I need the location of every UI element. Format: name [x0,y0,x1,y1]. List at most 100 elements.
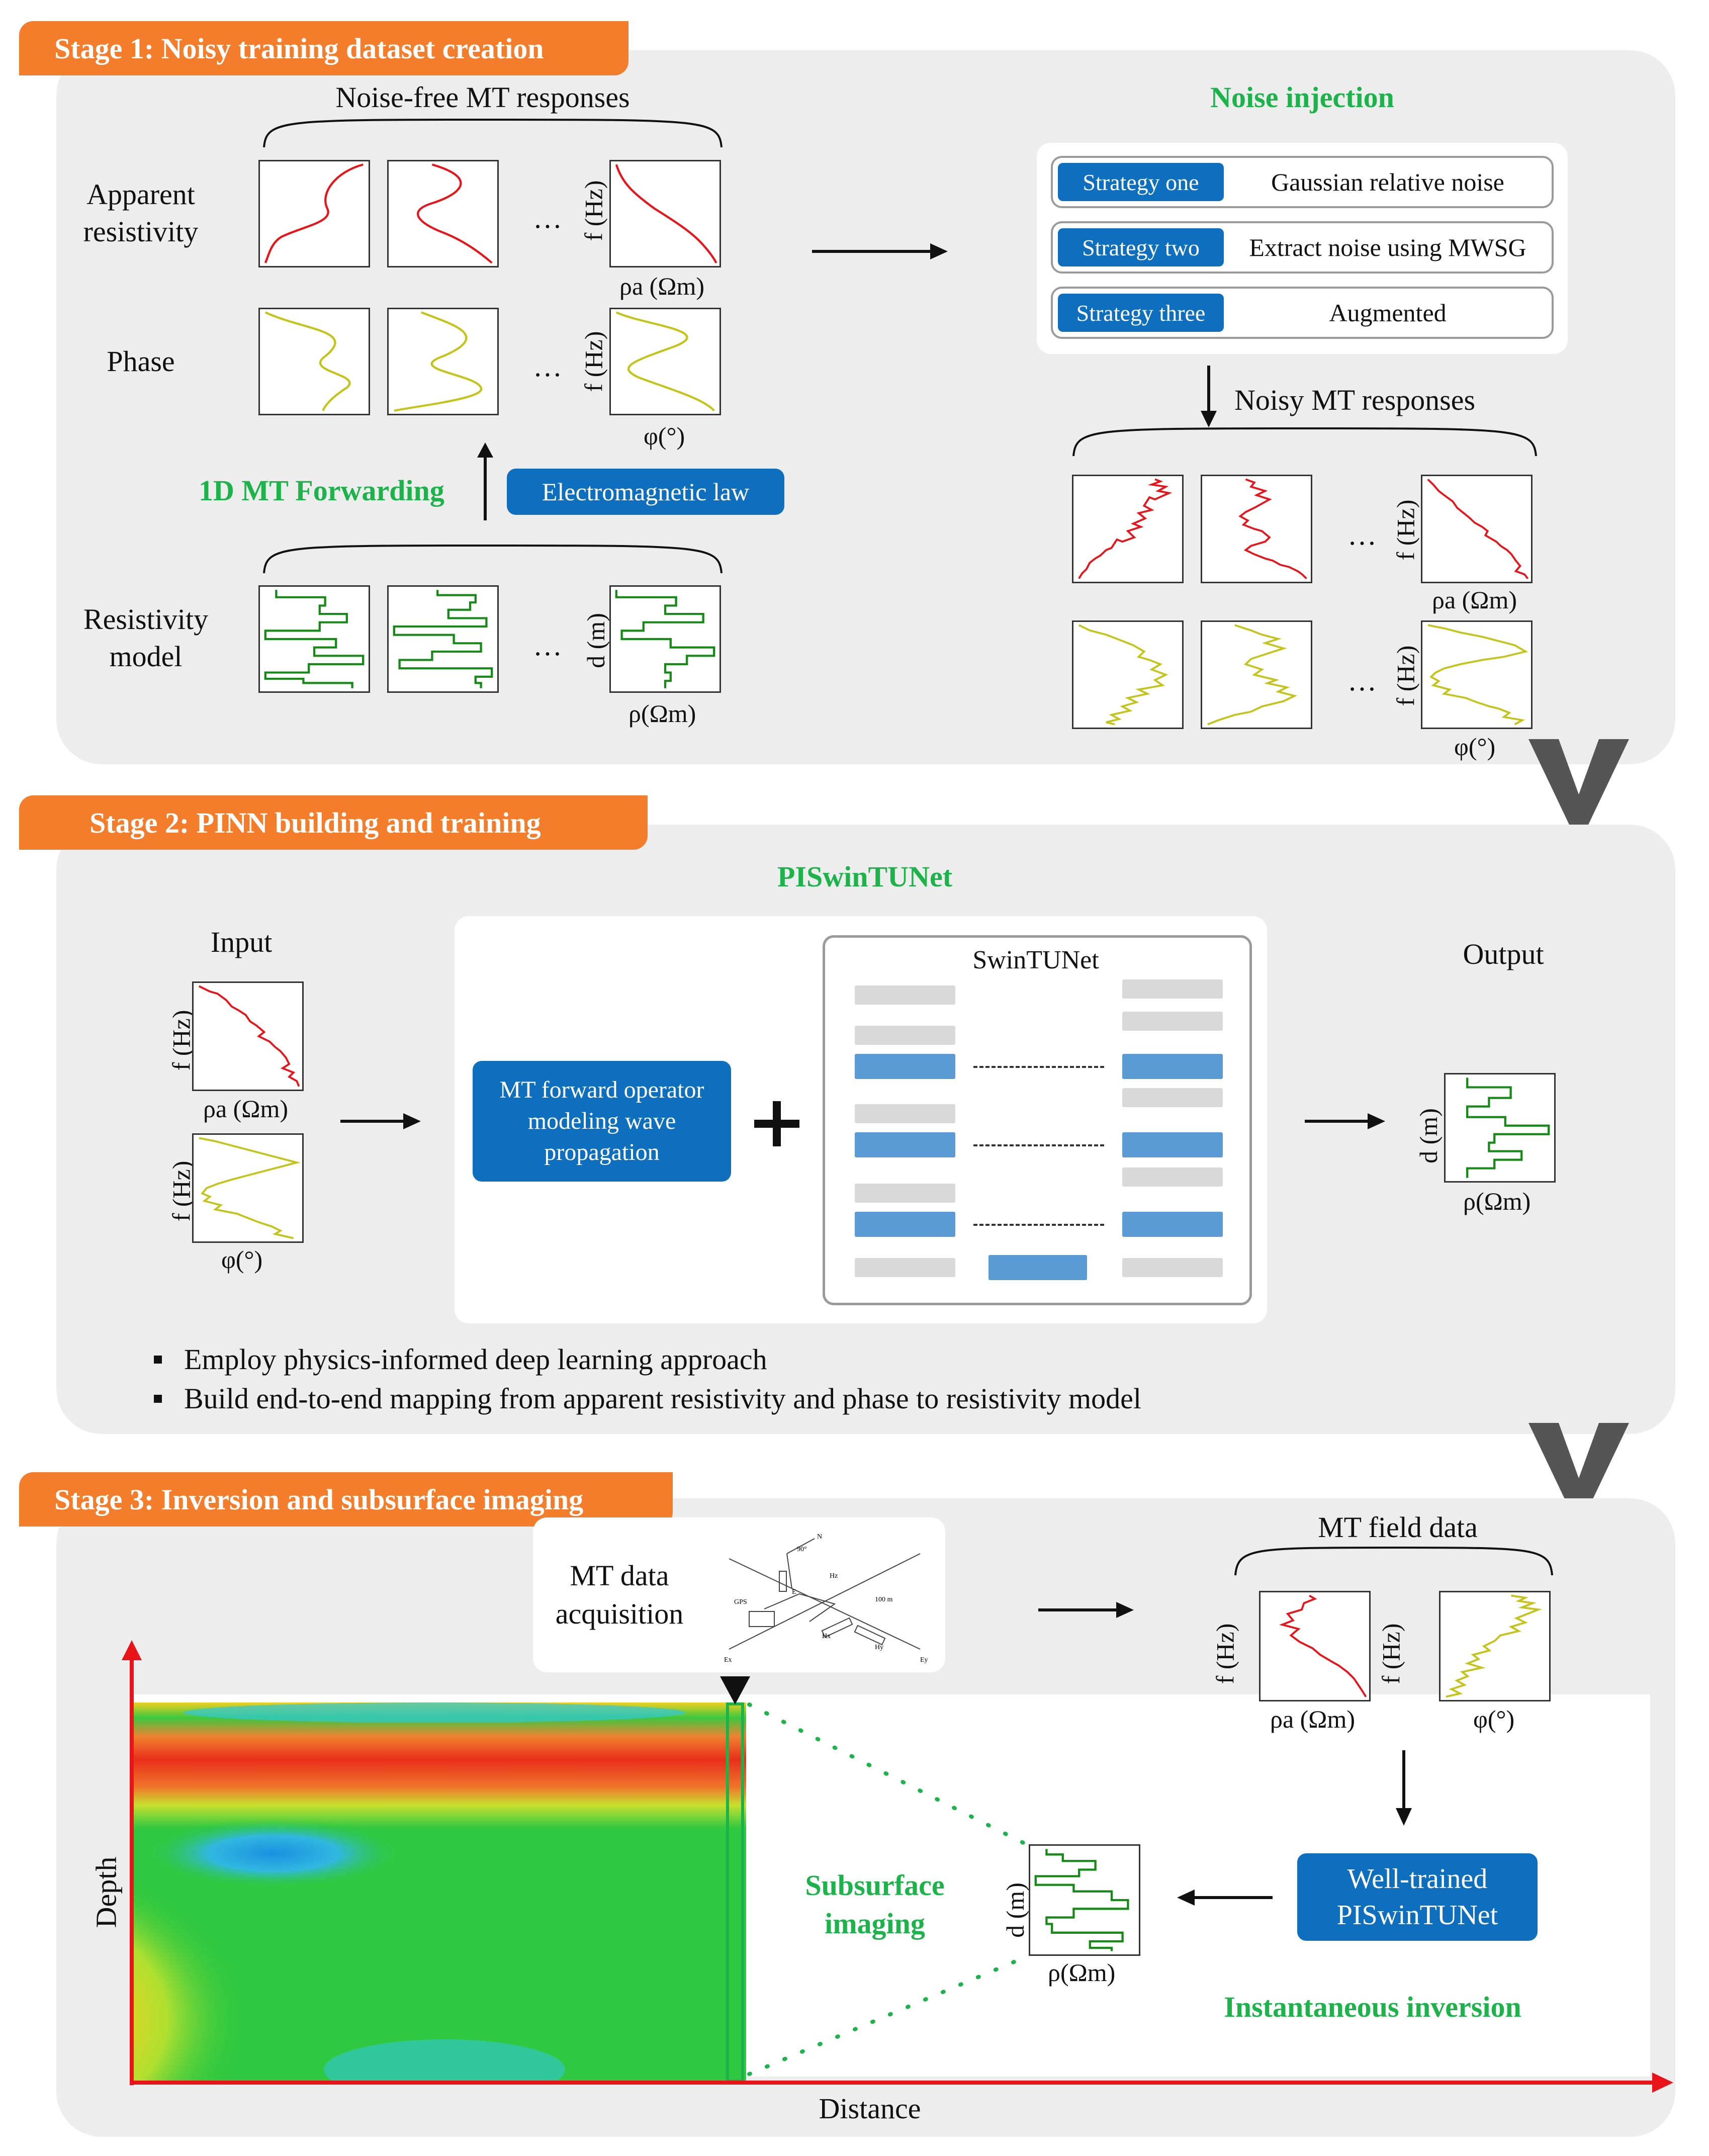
brace-noise-free [263,119,723,148]
sketch-ex: Ex [724,1656,732,1664]
depth-label: Depth [89,1856,123,1928]
field-data-label: MT field data [1318,1511,1478,1544]
noise-free-label: Noise-free MT responses [335,81,630,114]
trained-net-button: Well-trained PISwinTUNet [1297,1853,1538,1941]
arrow-to-noise-injection [812,243,948,259]
skip-connection [973,1144,1104,1146]
axis-phi-label: φ(°) [1454,733,1496,761]
plot-field-rho-a [1259,1591,1371,1701]
plot-phase-2 [387,308,499,415]
subsurface-imaging-label: Subsurface imaging [805,1869,945,1940]
axis-phi-label: φ(°) [1473,1705,1515,1733]
distance-axis [131,2073,1673,2093]
skip-connection [973,1224,1104,1226]
encoder-block [855,1054,955,1079]
axis-f-hz-label: f (Hz) [1391,499,1420,561]
mt-forward-operator: MT forward operator modeling wave propag… [473,1061,731,1182]
plot-rho-a-3 [609,160,721,267]
strategy-one-tag: Strategy one [1058,163,1224,201]
skip-connection [973,1066,1104,1068]
axis-f-hz-label: f (Hz) [1211,1623,1239,1684]
sketch-angle: 90° [797,1546,807,1553]
row-label-phase: Phase [107,345,175,378]
strategy-three-tag: Strategy three [1058,294,1224,332]
resistivity-section [133,1702,746,2083]
axis-rho-label: ρ(Ωm) [1048,1958,1116,1987]
mt-acquisition-sketch: N 90° E GPS Hz Hx Hy 100 m Ex Ey [724,1533,928,1664]
sketch-ey: Ey [920,1656,928,1664]
bullet-2-text: Build end-to-end mapping from apparent r… [184,1382,1141,1415]
sketch-hy: Hy [875,1644,883,1651]
axis-rho-a-label: ρa (Ωm) [1432,586,1517,614]
plot-rho-3 [609,585,721,693]
chevron-down-icon [1528,1423,1629,1529]
plot-noisy-phase-3 [1421,620,1533,729]
strategy-one: Strategy one Gaussian relative noise [1051,156,1554,208]
plot-rho-a-1 [258,160,370,267]
encoder-block [855,1132,955,1157]
brace-resistivity-model [263,545,723,574]
row-label-resistivity-model: Resistivity model [83,603,209,673]
decoder-block [1122,1212,1223,1237]
plot-input-phase [192,1133,304,1243]
network-title: PISwinTUNet [777,860,953,893]
axis-rho-label: ρ(Ωm) [1463,1187,1531,1215]
plot-noisy-phase-1 [1072,620,1184,729]
plus-icon [754,1101,799,1146]
brace-field-data [1234,1547,1553,1576]
strategy-three: Strategy three Augmented [1051,287,1554,339]
axis-d-m-label: d (m) [581,613,610,668]
forward-arrow [477,442,493,520]
row-label-apparent-resistivity: Apparent resistivity [83,178,199,248]
bottleneck-block [988,1255,1087,1280]
axis-rho-a-label: ρa (Ωm) [619,272,704,300]
plot-noisy-rho-a-2 [1201,475,1312,583]
sketch-n: N [817,1533,822,1541]
decoder-bar [1122,1258,1223,1277]
sketch-dist: 100 m [875,1596,893,1603]
plot-phase-1 [258,308,370,415]
swintunet-label: SwinTUNet [972,946,1099,974]
axis-f-hz-label: f (Hz) [1377,1623,1405,1684]
encoder-bar [855,985,955,1005]
strategy-one-desc: Gaussian relative noise [1271,168,1504,196]
axis-rho-a-label: ρa (Ωm) [203,1095,288,1123]
encoder-bar [855,1258,955,1277]
sketch-hx: Hx [822,1633,831,1640]
strategy-three-desc: Augmented [1329,299,1447,327]
plot-result-rho [1029,1844,1140,1956]
arrow-to-trained-net [1396,1750,1412,1826]
distance-label: Distance [819,2092,921,2125]
strategy-two-desc: Extract noise using MWSG [1249,233,1526,261]
axis-f-hz-label: f (Hz) [167,1160,196,1222]
arrow-to-noisy [1201,366,1217,427]
plot-field-phase [1439,1591,1551,1701]
selected-column [726,1702,744,2083]
axis-phi-label: φ(°) [221,1245,263,1274]
station-marker-icon [720,1676,750,1704]
bullet-2: Build end-to-end mapping from apparent r… [154,1382,1141,1415]
encoder-bar [855,1104,955,1123]
decoder-block [1122,1132,1223,1157]
decoder-bar [1122,1088,1223,1107]
noisy-responses-label: Noisy MT responses [1234,384,1476,416]
ellipsis: … [533,350,562,383]
encoder-block [855,1212,955,1237]
arrow-net-to-result [1177,1890,1273,1906]
encoder-bar [855,1026,955,1045]
stage2-tab: Stage 2: PINN building and training [19,795,648,850]
axis-f-hz-label: f (Hz) [579,331,608,392]
depth-axis [122,1640,142,2085]
ellipsis: … [1347,664,1377,697]
encoder-bar [855,1184,955,1203]
em-law-button: Electromagnetic law [507,469,784,515]
sketch-hz: Hz [830,1572,838,1580]
plot-rho-a-2 [387,160,499,267]
acquisition-label: MT data acquisition [555,1559,684,1630]
output-label: Output [1463,938,1544,970]
plot-rho-2 [387,585,499,693]
acquisition-card [533,1517,945,1672]
decoder-bar [1122,979,1223,999]
chevron-down-icon [1528,739,1629,845]
stage3-tab: Stage 3: Inversion and subsurface imagin… [19,1472,673,1526]
